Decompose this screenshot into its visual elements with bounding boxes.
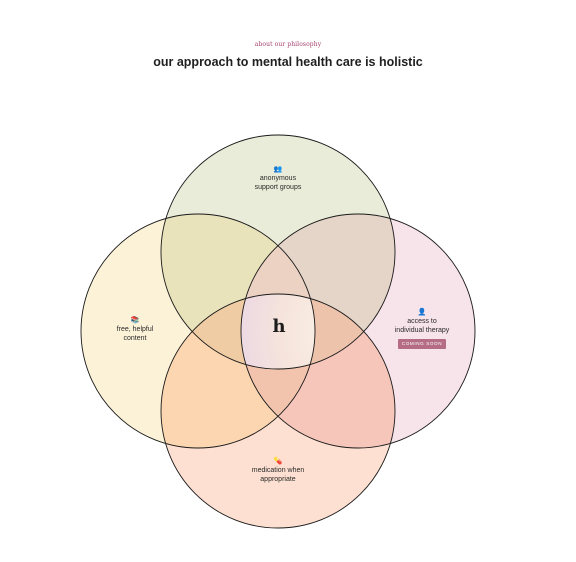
coming-soon-badge: COMING SOON bbox=[397, 339, 447, 349]
label-free-content: 📚 free, helpful content bbox=[90, 316, 180, 343]
person-icon: 👤 bbox=[417, 309, 427, 316]
circle-top-outline bbox=[160, 134, 396, 370]
books-icon: 📚 bbox=[130, 317, 140, 324]
brand-mark: h bbox=[272, 316, 286, 337]
circle-left-outline bbox=[80, 213, 316, 449]
label-support-groups: 👥 anonymous support groups bbox=[228, 165, 328, 192]
section-eyebrow: about our philosophy bbox=[254, 41, 322, 48]
people-icon: 👥 bbox=[273, 166, 283, 173]
overlap-top-bottom-left bbox=[161, 294, 315, 369]
label-individual-therapy: 👤 access to individual therapy COMING SO… bbox=[372, 308, 472, 349]
overlap-top-bottom-right bbox=[241, 294, 395, 369]
label-medication: 💊 medication when appropriate bbox=[228, 457, 328, 484]
page-title: our approach to mental health care is ho… bbox=[153, 55, 423, 69]
circle-bottom-outline bbox=[160, 293, 396, 529]
pill-icon: 💊 bbox=[273, 458, 283, 465]
circle-right-outline bbox=[240, 213, 476, 449]
